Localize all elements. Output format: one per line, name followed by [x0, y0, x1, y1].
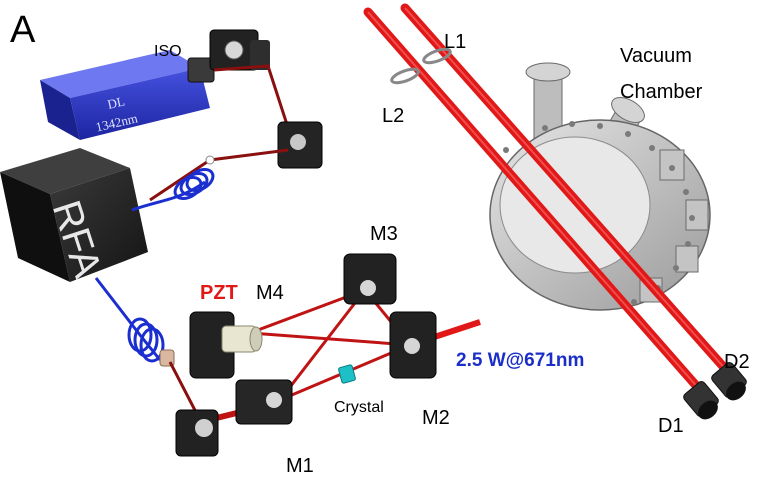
label-m2: M2	[422, 407, 450, 429]
label-pzt: PZT	[200, 282, 238, 304]
ir-mirror-mount	[277, 121, 323, 169]
label-crystal: Crystal	[334, 399, 384, 416]
ir-beam	[213, 64, 294, 141]
label-m4: M4	[256, 282, 284, 304]
lens-l1	[422, 47, 452, 65]
mirror-m1	[175, 379, 293, 457]
nonlinear-crystal	[338, 364, 356, 384]
mirror-m2	[389, 311, 437, 379]
laser-label-line1: DL	[106, 93, 126, 112]
label-d1: D1	[658, 415, 684, 437]
fiber-coil-upper	[131, 168, 215, 212]
label-m1: M1	[286, 455, 314, 477]
label-chamber: Chamber	[620, 81, 703, 103]
label-m3: M3	[370, 223, 398, 245]
isolator	[187, 29, 270, 83]
mirror-m4-pzt	[189, 311, 263, 379]
label-vacuum: Vacuum	[620, 45, 692, 67]
label-output-power: 2.5 W@671nm	[456, 350, 584, 371]
label-l1: L1	[444, 31, 466, 53]
red-beams	[363, 3, 733, 395]
diode-laser: DL 1342nm	[40, 50, 210, 140]
fiber-coil-lower	[94, 277, 165, 363]
label-l2: L2	[382, 105, 404, 127]
mirror-m3	[343, 253, 397, 305]
lens-l2	[390, 67, 420, 85]
label-d2: D2	[724, 351, 750, 373]
label-iso: ISO	[154, 43, 182, 60]
raman-fiber-amplifier: RFA	[0, 148, 148, 283]
panel-label: A	[10, 9, 36, 51]
